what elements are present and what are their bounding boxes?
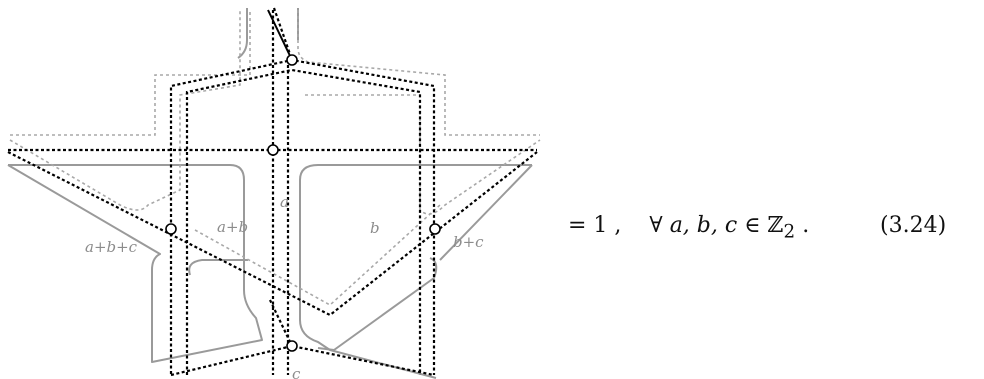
label-c: c — [292, 365, 301, 379]
equation: = 1 , ∀ a, b, c ∈ ℤ2 . — [568, 213, 809, 242]
dotted-gray-lattice — [9, 10, 541, 306]
vertex-bottom — [286, 340, 298, 352]
black-outer-hexagon — [169, 68, 436, 375]
vertex-circles — [165, 54, 441, 352]
vertex-right — [429, 223, 441, 235]
vertex-top — [286, 54, 298, 66]
lattice-lower-wedge — [188, 257, 438, 351]
black-dotted-paths — [7, 7, 538, 377]
lattice-left-star-edge — [7, 164, 263, 363]
lattice-right-star-edge — [299, 164, 533, 379]
dotted-inner-hexagon — [9, 10, 541, 215]
black-top-diagonal — [272, 7, 294, 61]
forall-symbol: ∀ — [649, 213, 663, 238]
black-center-verticals — [271, 10, 290, 375]
label-b: b — [370, 219, 380, 237]
gray-lattice — [7, 8, 533, 379]
black-solid-strokes — [267, 9, 293, 61]
black-bottom-V — [170, 344, 435, 377]
integer-set-symbol: ℤ — [767, 213, 784, 238]
solid-top-stroke — [267, 9, 293, 61]
equation-lhs: = 1 , — [568, 213, 622, 238]
vertex-center — [267, 144, 279, 156]
equation-number: (3.24) — [880, 213, 947, 238]
equation-vars: a, b, c — [669, 213, 738, 238]
dotted-lower-V — [194, 204, 441, 306]
label-b-plus-c: b+c — [453, 233, 484, 251]
dotted-outer-hexagon — [10, 10, 540, 136]
label-a-plus-b-plus-c: a+b+c — [85, 238, 138, 256]
element-of-symbol: ∈ — [744, 213, 761, 238]
tensor-network-diagram: a a+b b a+b+c b+c c — [7, 7, 541, 379]
vertex-left — [165, 223, 177, 235]
black-lower-diagonal — [269, 299, 293, 347]
label-a: a — [280, 193, 289, 211]
label-a-plus-b: a+b — [217, 218, 248, 236]
black-inner-hexagon — [169, 58, 436, 230]
equation-period: . — [802, 213, 810, 238]
set-subscript: 2 — [783, 221, 796, 243]
